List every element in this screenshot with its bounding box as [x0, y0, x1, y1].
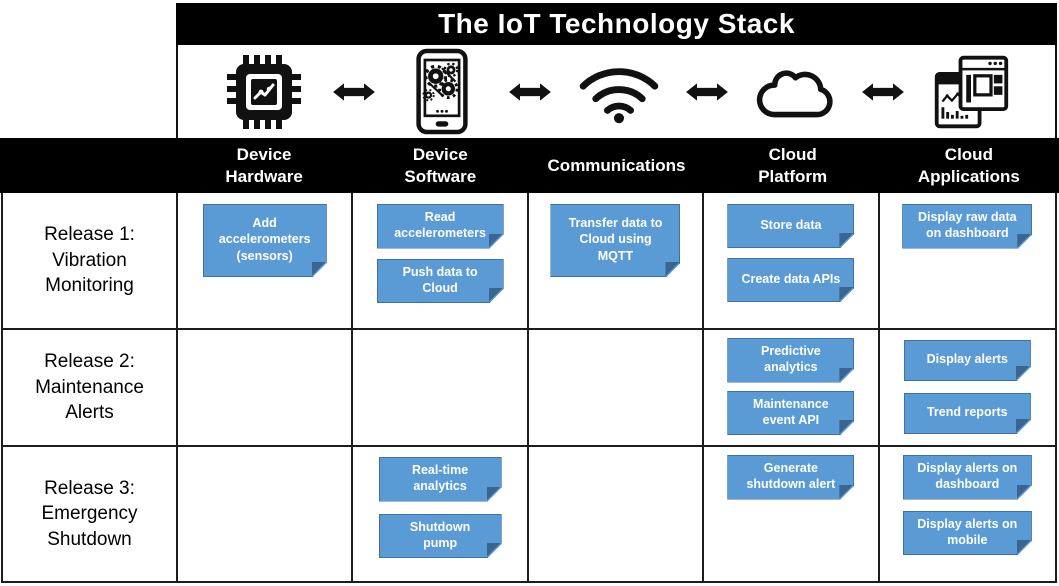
note: Store data: [727, 204, 854, 248]
note: Maintenance event API: [727, 391, 854, 436]
column-header-device-software: Device Software: [404, 145, 477, 186]
page-title: The IoT Technology Stack: [176, 3, 1057, 45]
cell-r3-device-software: Real-time analytics Shutdown pump: [353, 447, 529, 581]
note: Push data to Cloud: [377, 259, 504, 304]
smartphone-gears-icon: [416, 48, 468, 135]
cell-r2-communications: [528, 330, 705, 447]
note: Transfer data to Cloud using MQTT: [550, 204, 680, 277]
note: Read accelerometers: [377, 204, 504, 249]
cell-r1-cloud-applications: Display raw data on dashboard: [879, 193, 1055, 330]
cell-r1-cloud-platform: Store data Create data APIs: [704, 193, 880, 330]
row-label-release-3: Release 3: Emergency Shutdown: [3, 447, 178, 581]
note: Shutdown pump: [379, 514, 502, 559]
row-label-release-1: Release 1: Vibration Monitoring: [3, 193, 178, 330]
note: Generate shutdown alert: [727, 455, 854, 500]
cell-r3-cloud-applications: Display alerts on dashboard Display aler…: [880, 447, 1055, 581]
cell-r3-cloud-platform: Generate shutdown alert: [704, 447, 880, 581]
cell-r3-device-hardware: [178, 447, 354, 581]
header-spacer: [1, 138, 176, 193]
note: Display alerts on dashboard: [903, 455, 1032, 500]
column-header-cloud-applications: Cloud Applications: [917, 145, 1020, 186]
note: Trend reports: [904, 393, 1031, 434]
wifi-icon: [579, 68, 659, 124]
note: Add accelerometers (sensors): [203, 204, 327, 277]
note: Display alerts on mobile: [903, 511, 1032, 556]
double-arrow-icon: [333, 83, 375, 101]
note: Create data APIs: [727, 258, 854, 302]
note: Display alerts: [904, 340, 1031, 381]
double-arrow-icon: [686, 83, 728, 101]
cell-r2-cloud-applications: Display alerts Trend reports: [879, 330, 1055, 447]
microchip-icon: [227, 55, 301, 129]
double-arrow-icon: [862, 83, 904, 101]
double-arrow-icon: [509, 83, 551, 101]
cell-r1-device-hardware: Add accelerometers (sensors): [178, 193, 354, 330]
column-header-cloud-platform: Cloud Platform: [758, 145, 828, 186]
cell-r2-device-hardware: [178, 330, 354, 447]
cell-r3-communications: [529, 447, 705, 581]
icon-strip: [176, 45, 1057, 138]
cell-r2-cloud-platform: Predictive analytics Maintenance event A…: [704, 330, 880, 447]
cell-r1-device-software: Read accelerometers Push data to Cloud: [353, 193, 529, 330]
column-header-device-hardware: Device Hardware: [225, 145, 303, 186]
column-header-communications: Communications: [547, 155, 686, 175]
row-label-release-2: Release 2: Maintenance Alerts: [3, 330, 178, 447]
note: Predictive analytics: [727, 338, 854, 383]
column-header-band: Device Hardware Device Software Communic…: [0, 138, 1059, 193]
note: Display raw data on dashboard: [902, 204, 1032, 249]
dashboard-windows-icon: [934, 55, 1009, 129]
note: Real-time analytics: [379, 457, 502, 502]
release-matrix: Release 1: Vibration Monitoring Add acce…: [1, 193, 1057, 583]
cell-r2-device-software: [353, 330, 529, 447]
cell-r1-communications: Transfer data to Cloud using MQTT: [528, 193, 705, 330]
cloud-icon: [756, 70, 833, 118]
